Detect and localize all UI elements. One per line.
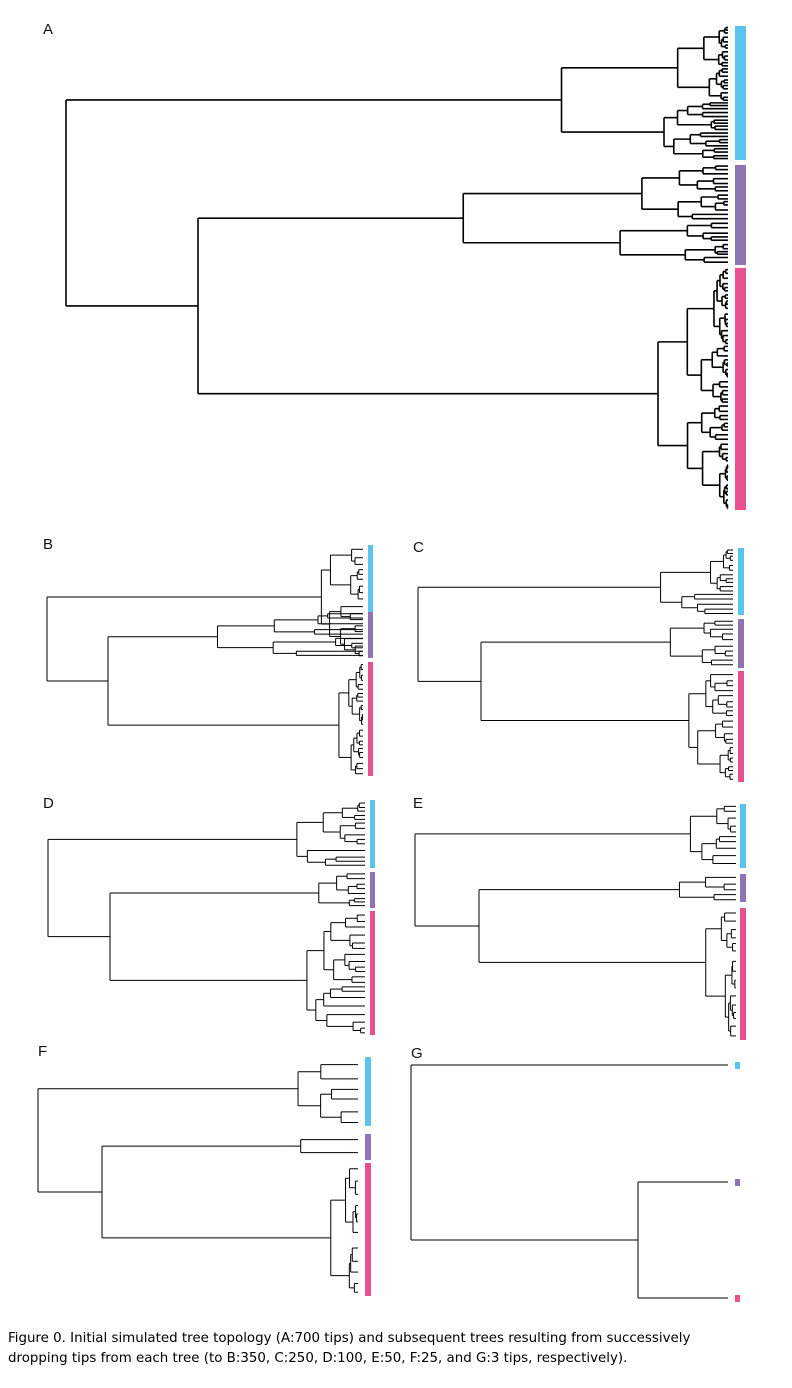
tree-f-clade-bar-1 [365, 1057, 371, 1126]
tree-c-clade-bar-2 [738, 619, 744, 668]
tree-e-clade-bar-1 [740, 804, 746, 868]
panel-label-d: D [43, 795, 54, 812]
tree-g-clade-bar-2 [735, 1179, 740, 1186]
tree-a-clade-bar-1 [735, 26, 746, 160]
caption-line-2: dropping tips from each tree (to B:350, … [8, 1351, 628, 1366]
tree-b-clade-bar-3 [368, 662, 373, 776]
tree-e-clade-bar-3 [740, 908, 746, 1040]
tree-c-clade-bar-1 [738, 548, 744, 615]
panel-label-c: C [413, 539, 424, 556]
tree-g-clade-bar-1 [735, 1062, 740, 1069]
tree-c-clade-bar-3 [738, 671, 744, 782]
tree-g-clade-bar-3 [735, 1295, 740, 1302]
tree-d-clade-bar-3 [370, 911, 375, 1035]
tree-f-clade-bar-3 [365, 1163, 371, 1296]
phylogenetic-trees-figure [37, 26, 746, 1302]
tree-d-clade-bar-1 [370, 800, 375, 868]
panel-label-f: F [38, 1043, 48, 1060]
tree-b-clade-bar-1 [368, 545, 373, 658]
panel-label-e: E [413, 795, 424, 812]
tree-a-clade-bar-2 [735, 165, 746, 265]
caption-line-1: Figure 0. Initial simulated tree topolog… [8, 1331, 691, 1346]
panel-label-b: B [43, 536, 54, 553]
tree-f-clade-bar-2 [365, 1134, 371, 1160]
tree-b-clade-bar-2 [368, 612, 373, 658]
figure-caption: Figure 0. Initial simulated tree topolog… [8, 1329, 784, 1369]
panel-label-a: A [43, 21, 54, 38]
tree-a-clade-bar-3 [735, 268, 746, 510]
panel-label-g: G [411, 1045, 423, 1062]
tree-e-clade-bar-2 [740, 874, 746, 902]
tree-d-clade-bar-2 [370, 872, 375, 908]
